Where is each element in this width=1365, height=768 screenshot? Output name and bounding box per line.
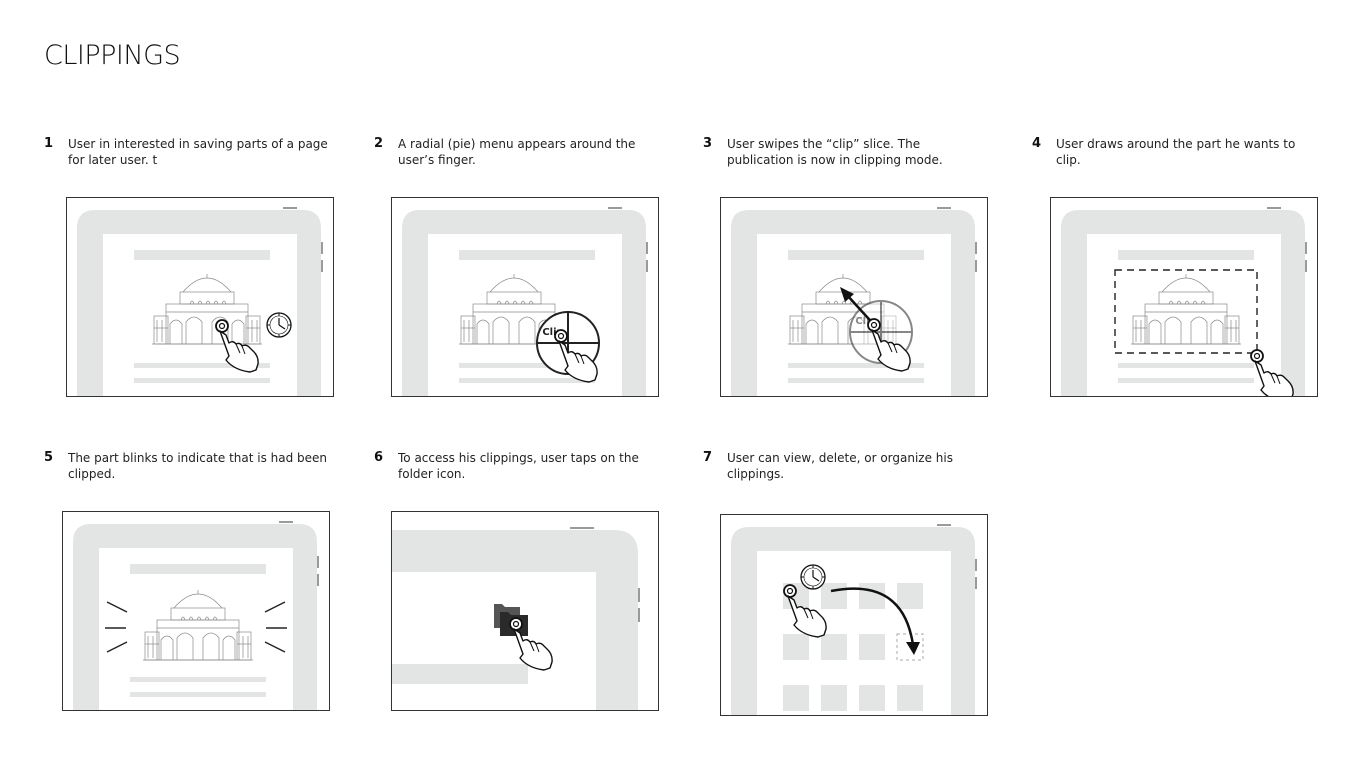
pie-slice-label: Clip [542, 327, 563, 338]
timer-icon [266, 312, 292, 338]
step-6: 6 To access his clippings, user taps on … [374, 450, 664, 494]
step-number: 1 [44, 136, 54, 151]
step-caption: User can view, delete, or organize his c… [727, 451, 953, 481]
step-number: 7 [703, 450, 713, 465]
step-2: 2 A radial (pie) menu appears around the… [374, 136, 664, 180]
storyboard-frame-5 [62, 511, 330, 711]
step-number: 5 [44, 450, 54, 465]
step-1: 1 User in interested in saving parts of … [44, 136, 334, 180]
pie-slice-label: Clip [855, 316, 876, 327]
storyboard-frame-1 [66, 197, 334, 397]
step-caption: A radial (pie) menu appears around the u… [398, 137, 636, 167]
storyboard-frame-2: Clip [391, 197, 659, 397]
blink-lines-icon [105, 601, 287, 653]
step-caption: The part blinks to indicate that is had … [68, 451, 328, 481]
storyboard-frame-3: Clip [720, 197, 988, 397]
step-4: 4 User draws around the part he wants to… [1032, 136, 1322, 180]
arrow-icon [830, 587, 920, 655]
page-title: CLIPPINGS [44, 40, 181, 71]
step-caption: User swipes the “clip” slice. The public… [727, 137, 943, 167]
step-number: 6 [374, 450, 384, 465]
step-3: 3 User swipes the “clip” slice. The publ… [703, 136, 993, 180]
step-number: 2 [374, 136, 384, 151]
storyboard-frame-7 [720, 514, 988, 716]
selection-lasso [1114, 269, 1258, 354]
step-7: 7 User can view, delete, or organize his… [703, 450, 993, 494]
step-caption: User draws around the part he wants to c… [1056, 137, 1296, 167]
step-number: 4 [1032, 136, 1042, 151]
step-caption: User in interested in saving parts of a … [68, 137, 328, 167]
storyboard-frame-6 [391, 511, 659, 711]
step-number: 3 [703, 136, 713, 151]
hand-tap-icon [509, 617, 554, 671]
clippings-grid [783, 583, 923, 711]
step-5: 5 The part blinks to indicate that is ha… [44, 450, 334, 494]
storyboard-frame-4 [1050, 197, 1318, 397]
step-caption: To access his clippings, user taps on th… [398, 451, 639, 481]
timer-icon [800, 564, 826, 590]
